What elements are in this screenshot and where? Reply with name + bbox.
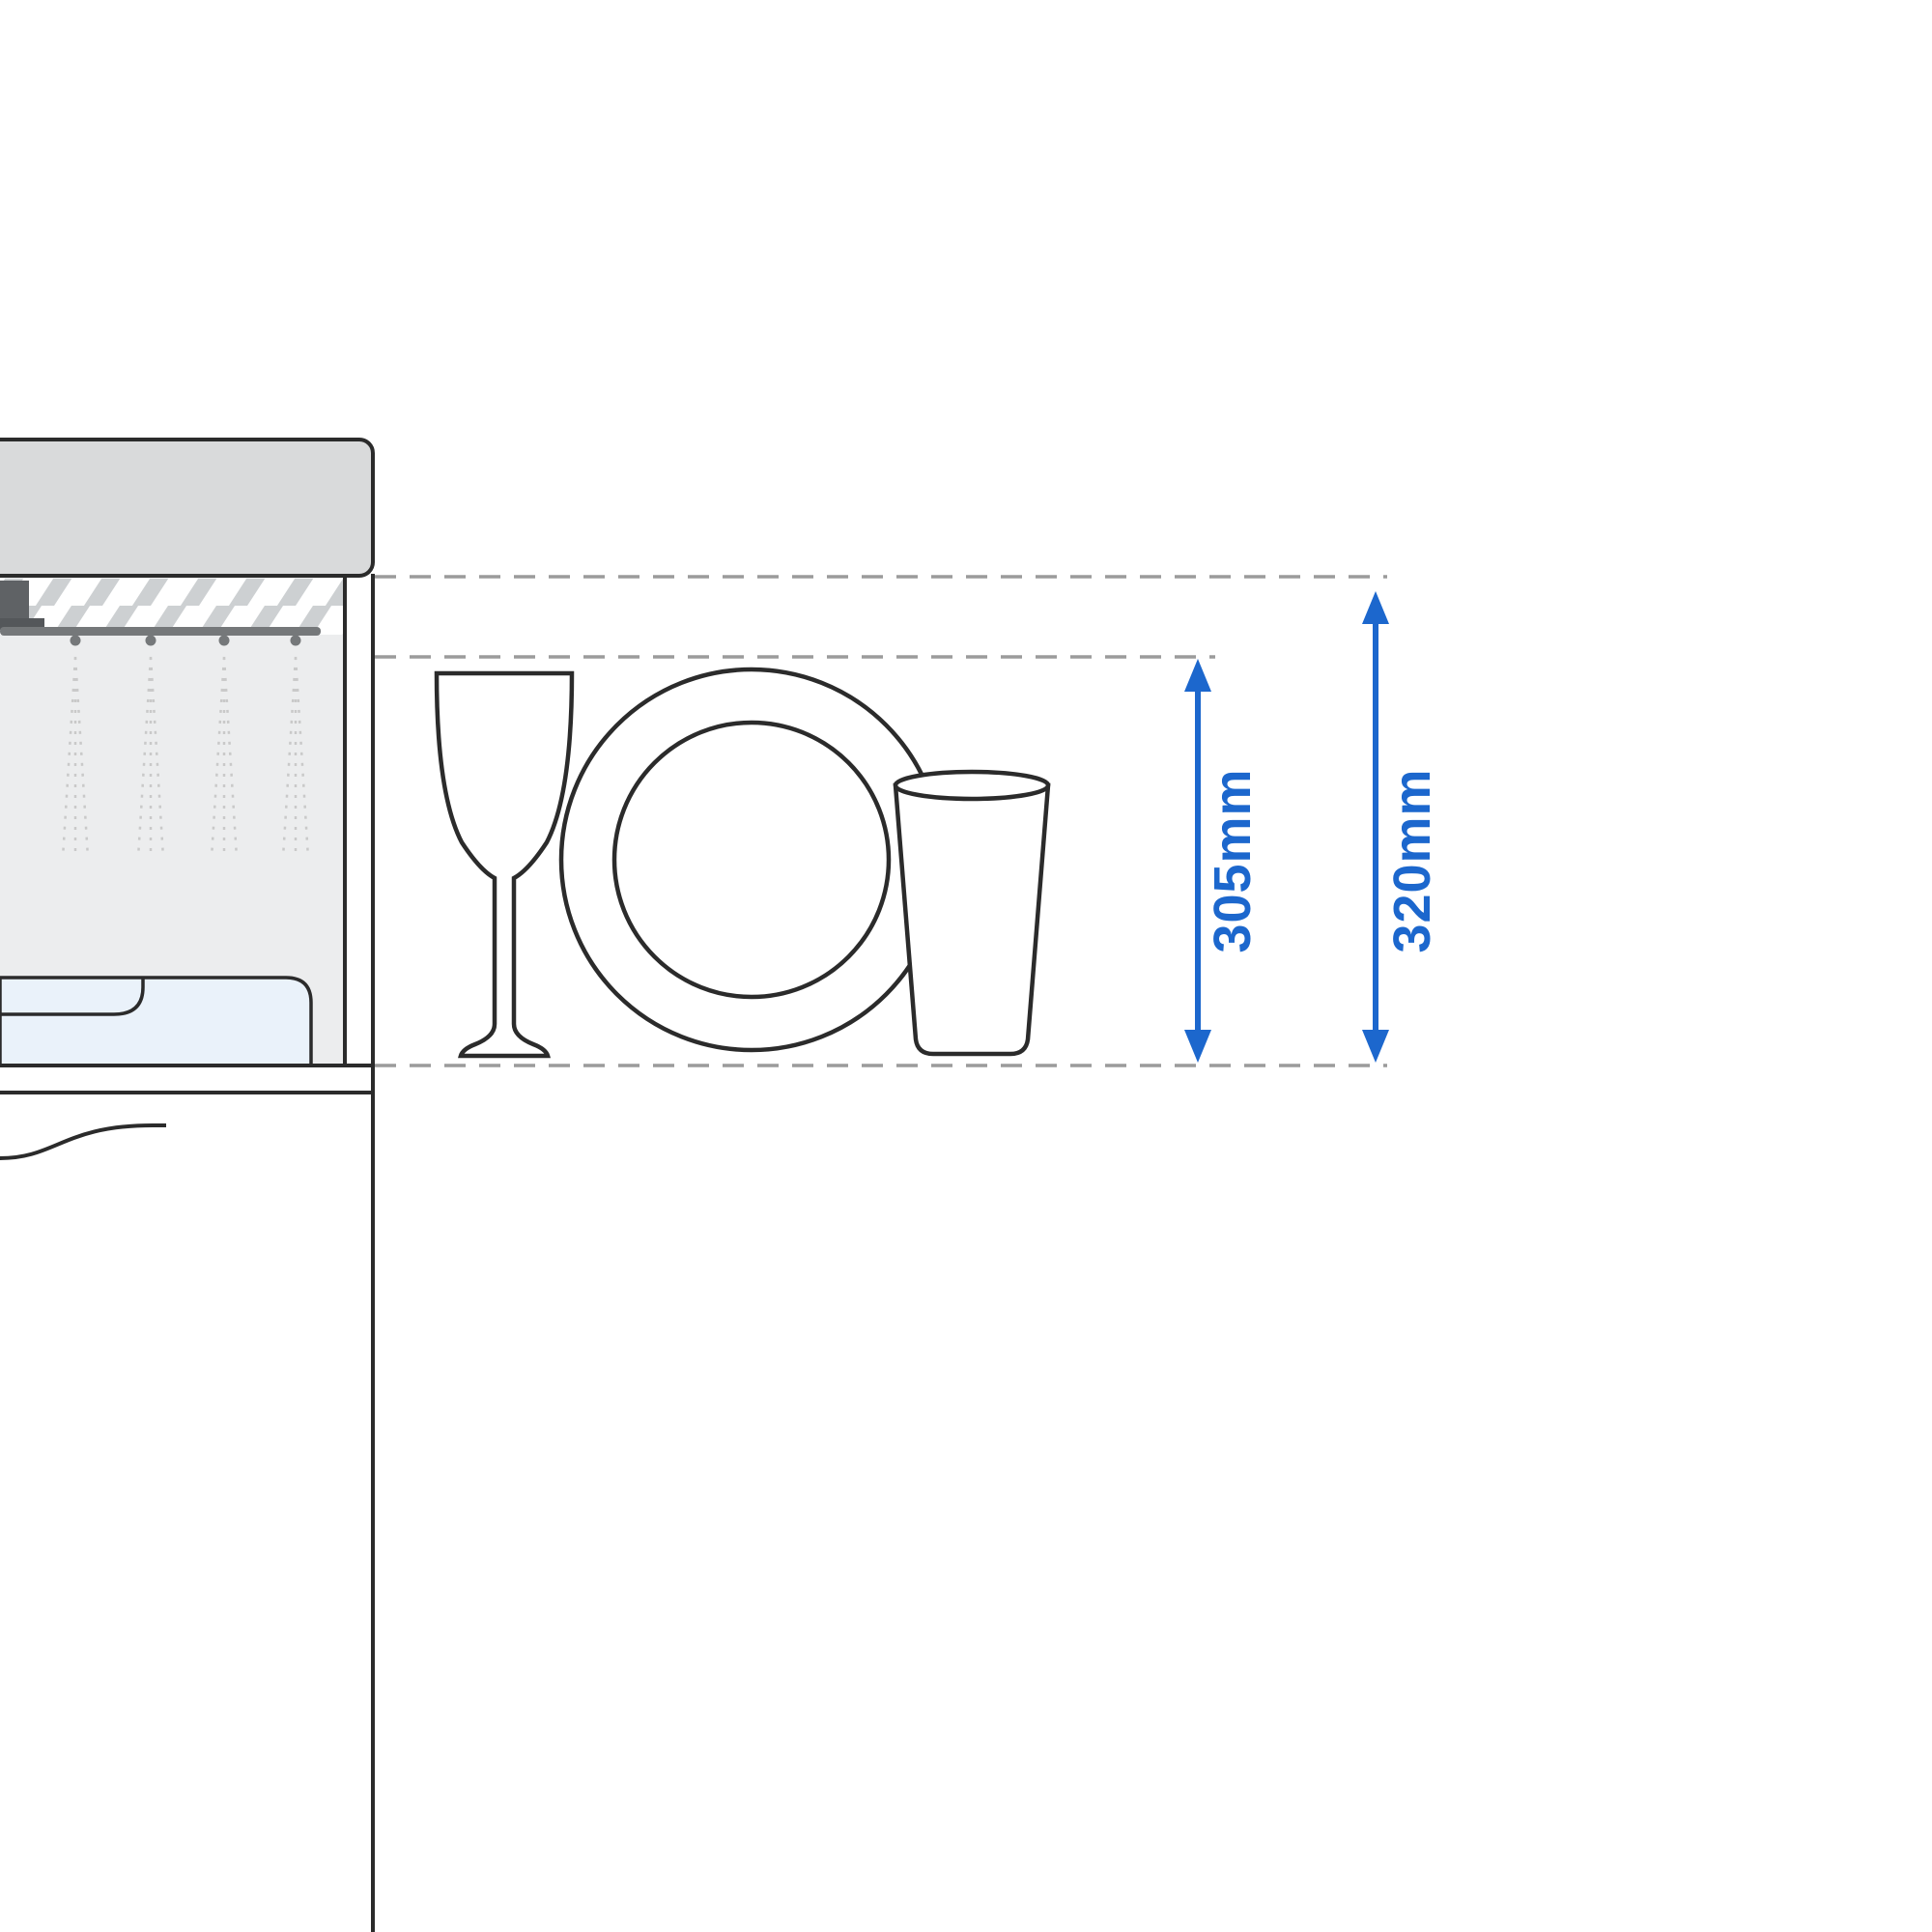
tableware xyxy=(434,667,1051,1059)
hatched-band xyxy=(0,579,345,635)
spray-arm-icon xyxy=(0,581,321,646)
spray-nozzle xyxy=(218,635,230,646)
dimension-inner-clearance: 305mm xyxy=(1184,659,1262,1063)
plate-inner-rim xyxy=(611,720,892,1000)
dimension-label-320: 320mm xyxy=(1383,768,1441,952)
machine-hood xyxy=(0,438,375,578)
wash-tank-step xyxy=(0,978,145,1016)
arrowhead-down-icon xyxy=(1362,1030,1389,1063)
spray-arm-bar xyxy=(0,627,321,636)
dimension-outer-clearance: 320mm xyxy=(1362,591,1441,1063)
arrowhead-down-icon xyxy=(1184,1030,1211,1063)
dishwasher-cross-section xyxy=(0,438,375,1932)
wine-glass-icon xyxy=(434,670,575,1059)
tumbler-rim xyxy=(893,769,1051,802)
spray-nozzle xyxy=(290,635,301,646)
dimension-label-305: 305mm xyxy=(1204,768,1262,952)
spray-nozzle xyxy=(145,635,156,646)
door-handle xyxy=(0,1123,166,1160)
spray-nozzle xyxy=(70,635,81,646)
arrowhead-up-icon xyxy=(1362,591,1389,624)
wash-tank xyxy=(0,976,313,1067)
guide-lines xyxy=(375,575,1387,1067)
tumbler-glass-icon xyxy=(893,782,1051,1057)
arrowhead-up-icon xyxy=(1184,659,1211,692)
spray-jets xyxy=(61,656,310,859)
